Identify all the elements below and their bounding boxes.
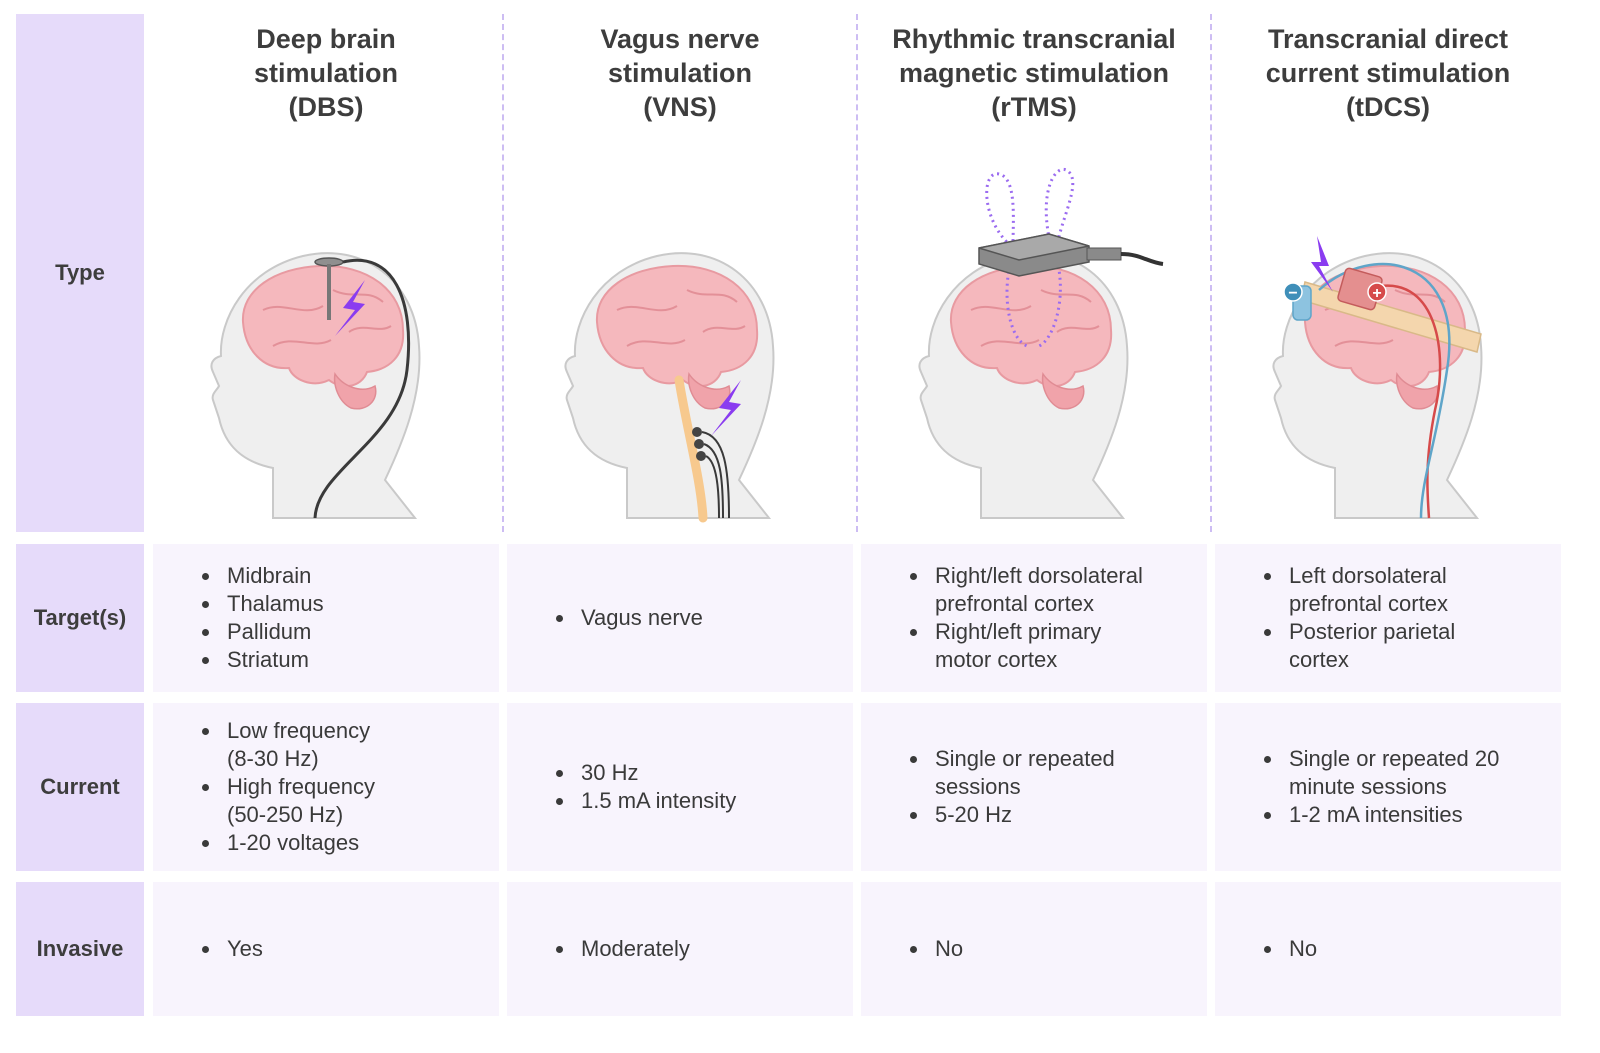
brain xyxy=(595,264,759,410)
vagus-nerve xyxy=(674,375,708,523)
tdcs-invasive-cell: No xyxy=(1215,882,1561,1016)
vns-illustration xyxy=(564,252,775,523)
list-item: 1-2 mA intensities xyxy=(1261,801,1499,829)
rtms-invasive-cell: No xyxy=(861,882,1207,1016)
vns-electrodes xyxy=(692,427,730,519)
vns-invasive-cell: Moderately xyxy=(507,882,853,1016)
rtms-illustration xyxy=(918,168,1164,519)
list-item: High frequency(50-250 Hz) xyxy=(199,773,375,829)
plus-sign: + xyxy=(1372,285,1381,302)
electrode-minus-icon xyxy=(1283,282,1303,302)
column-divider xyxy=(502,14,504,532)
brain xyxy=(949,264,1113,410)
lightning-bolt-icon xyxy=(335,280,365,336)
column-divider xyxy=(856,14,858,532)
brain xyxy=(241,264,405,410)
list-item: Moderately xyxy=(553,935,690,963)
list-item: No xyxy=(907,935,963,963)
tdcs-illustration: + − xyxy=(1272,236,1483,519)
row-label-type: Type xyxy=(16,14,144,532)
list-item: Midbrain xyxy=(199,562,324,590)
tdcs-blue-wire xyxy=(1318,262,1451,519)
tms-coil xyxy=(978,233,1164,277)
electrode-plus-icon xyxy=(1367,282,1387,302)
row-label-current: Current xyxy=(16,703,144,871)
dbs-electrode-lead xyxy=(327,264,331,320)
dbs-wire xyxy=(313,258,411,519)
list-item: Low frequency(8-30 Hz) xyxy=(199,717,375,773)
lightning-bolt-icon xyxy=(711,380,741,436)
list-item: Pallidum xyxy=(199,618,324,646)
minus-sign: − xyxy=(1288,285,1297,302)
row-label-targets: Target(s) xyxy=(16,544,144,692)
dbs-targets-cell: Midbrain Thalamus Pallidum Striatum xyxy=(153,544,499,692)
list-item: 5-20 Hz xyxy=(907,801,1115,829)
list-item: Vagus nerve xyxy=(553,604,703,632)
tdcs-red-wire xyxy=(1380,284,1442,519)
vns-targets-cell: Vagus nerve xyxy=(507,544,853,692)
dbs-illustration xyxy=(210,252,421,519)
dbs-current-cell: Low frequency(8-30 Hz) High frequency(50… xyxy=(153,703,499,871)
dbs-invasive-cell: Yes xyxy=(153,882,499,1016)
list-item: Yes xyxy=(199,935,263,963)
column-divider xyxy=(1210,14,1212,532)
list-item: Thalamus xyxy=(199,590,324,618)
row-label-invasive: Invasive xyxy=(16,882,144,1016)
lightning-bolt-icon xyxy=(1311,236,1333,292)
list-item: 1-20 voltages xyxy=(199,829,375,857)
list-item: Striatum xyxy=(199,646,324,674)
list-item: No xyxy=(1261,935,1317,963)
list-item: 30 Hz xyxy=(553,759,736,787)
list-item: 1.5 mA intensity xyxy=(553,787,736,815)
vns-current-cell: 30 Hz 1.5 mA intensity xyxy=(507,703,853,871)
